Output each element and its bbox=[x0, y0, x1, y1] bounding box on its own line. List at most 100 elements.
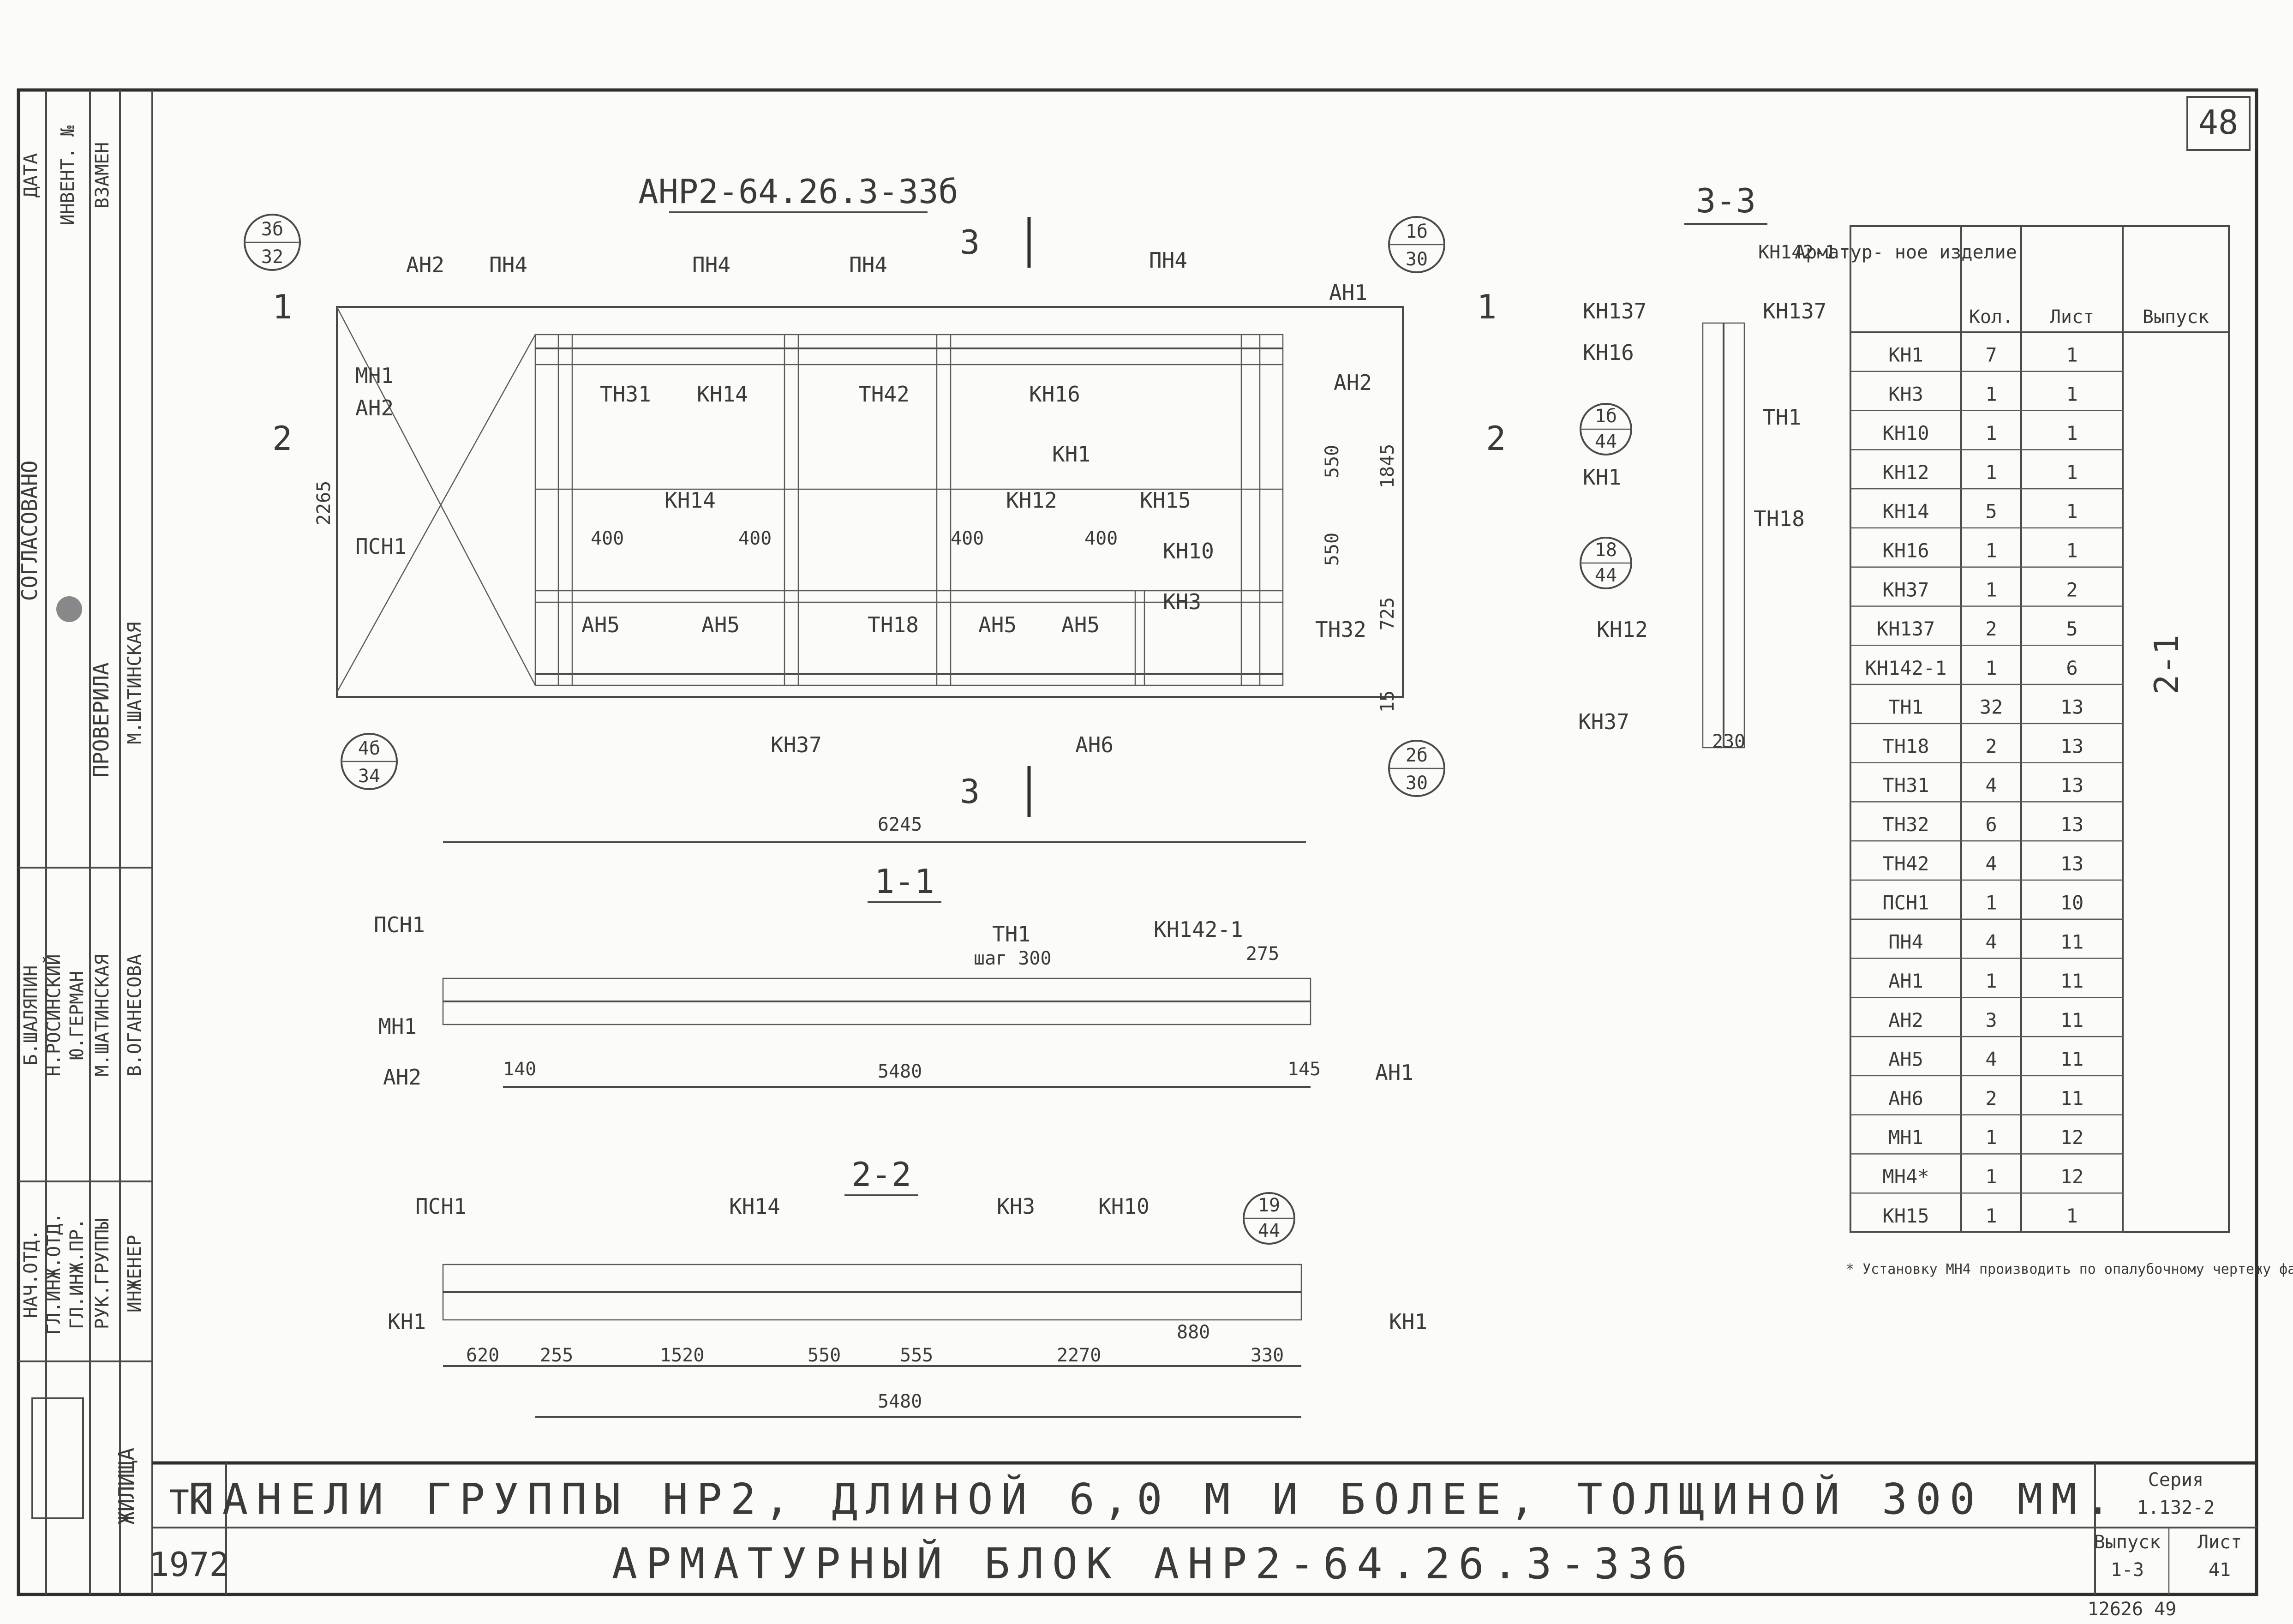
table-cell: МН1 bbox=[1888, 1126, 1923, 1149]
series-label: Серия bbox=[2148, 1469, 2203, 1491]
callout: 18 44 bbox=[1580, 537, 1632, 589]
section-dim: 550 bbox=[808, 1345, 841, 1366]
section-label: ТН18 bbox=[1754, 506, 1805, 531]
spec-table: Арматур- ное изделие Кол. Лист Выпуск 2-… bbox=[1795, 225, 2293, 1277]
table-cell: КН37 bbox=[1882, 578, 1929, 601]
section-2-2: 2-2 ПСН1 КН14 КН3 КН10 КН1 КН1 19 44 620… bbox=[388, 1155, 1427, 1418]
main-view-title: АНР2-64.26.3-33б bbox=[638, 172, 958, 211]
table-cell: АН1 bbox=[1888, 970, 1923, 992]
svg-text:2б: 2б bbox=[1406, 745, 1428, 766]
table-cell: 13 bbox=[2060, 696, 2084, 719]
section-label: АН2 bbox=[383, 1065, 421, 1090]
svg-text:34: 34 bbox=[358, 766, 380, 787]
main-label: КН10 bbox=[1163, 539, 1214, 563]
main-label: АН2 bbox=[1334, 370, 1372, 395]
name-1: Б.ШАЛЯПИН bbox=[20, 965, 42, 1066]
section-title: 2-2 bbox=[851, 1155, 911, 1194]
svg-text:44: 44 bbox=[1258, 1220, 1280, 1241]
main-label: ПСН1 bbox=[355, 534, 407, 559]
table-cell: МН4* bbox=[1882, 1165, 1929, 1188]
main-dim: 550 bbox=[1322, 445, 1343, 478]
section-label: КН137 bbox=[1583, 299, 1646, 324]
main-label: АН5 bbox=[1061, 612, 1100, 637]
main-dim: 400 bbox=[738, 528, 772, 549]
left-stamp: СОГЛАСОВАНО ДАТА ИНВЕНТ. № ВЗАМЕН ПРОВЕР… bbox=[17, 90, 153, 1594]
svg-text:4б: 4б bbox=[358, 738, 380, 759]
svg-text:19: 19 bbox=[1258, 1195, 1280, 1216]
table-footnote: * Установку МН4 производить по опалубочн… bbox=[1846, 1261, 2293, 1277]
section-dim: 555 bbox=[900, 1345, 933, 1366]
svg-text:18: 18 bbox=[1595, 539, 1617, 561]
main-dim: 2265 bbox=[313, 481, 335, 525]
section-label: ПСН1 bbox=[415, 1194, 467, 1219]
main-label: АН2 bbox=[406, 252, 444, 277]
table-cell: АН5 bbox=[1888, 1048, 1923, 1071]
svg-text:32: 32 bbox=[261, 246, 283, 268]
table-cell: 1 bbox=[1985, 1205, 1997, 1227]
section-dim: 5480 bbox=[878, 1061, 922, 1082]
main-dim: 15 bbox=[1377, 690, 1398, 713]
section-dim: 880 bbox=[1177, 1322, 1210, 1343]
table-cell: 1 bbox=[1985, 970, 1997, 992]
issue-label: Выпуск bbox=[2094, 1532, 2161, 1553]
section-label: МН1 bbox=[378, 1014, 417, 1039]
replace-label: ВЗАМЕН bbox=[92, 142, 113, 209]
table-cell: 6 bbox=[1985, 813, 1997, 836]
section-label: КН137 bbox=[1763, 299, 1826, 324]
table-cell: 1 bbox=[1985, 422, 1997, 444]
section-label: АН1 bbox=[1375, 1060, 1413, 1085]
main-label: АН5 bbox=[581, 612, 620, 637]
table-cell: 1 bbox=[2066, 422, 2077, 444]
table-cell: 11 bbox=[2060, 930, 2084, 953]
section-dim: 330 bbox=[1251, 1345, 1284, 1366]
table-cell: 1 bbox=[1985, 461, 1997, 484]
panel-outline bbox=[336, 306, 1404, 698]
table-cell: 7 bbox=[1985, 344, 1997, 366]
table-cell: КН142-1 bbox=[1865, 657, 1946, 679]
section-label: КН14 bbox=[729, 1194, 780, 1219]
role-1: НАЧ.ОТД. bbox=[20, 1229, 42, 1318]
section-label: шаг 300 bbox=[974, 948, 1052, 969]
section-label: КН142-1 bbox=[1758, 242, 1836, 263]
table-cell: 12 bbox=[2060, 1165, 2084, 1188]
table-cell: ТН18 bbox=[1882, 735, 1929, 757]
main-dim: 1845 bbox=[1377, 444, 1398, 488]
section-dim: 230 bbox=[1712, 731, 1745, 752]
section-label: ТН1 bbox=[992, 922, 1030, 947]
section-label: ТН1 bbox=[1763, 405, 1801, 430]
sheet-border bbox=[17, 88, 2258, 1596]
name-4: М.ШАТИНСКАЯ bbox=[92, 954, 113, 1077]
section-label: КН12 bbox=[1597, 617, 1648, 642]
section-mark: 1 bbox=[1477, 288, 1497, 326]
table-cell: 1 bbox=[1985, 1165, 1997, 1188]
table-cell: 3 bbox=[1985, 1009, 1997, 1031]
table-cell: 13 bbox=[2060, 774, 2084, 797]
table-header: Арматур- ное изделие bbox=[1795, 242, 2017, 263]
main-label: АН2 bbox=[355, 396, 394, 420]
table-cell: 1 bbox=[1985, 578, 1997, 601]
svg-text:44: 44 bbox=[1595, 565, 1617, 586]
table-cell: 1 bbox=[2066, 461, 2077, 484]
name-5: В.ОГАНЕСОВА bbox=[124, 954, 145, 1077]
section-dim: 1520 bbox=[660, 1345, 704, 1366]
callout: 1б 30 bbox=[1388, 216, 1445, 273]
main-label: ТН42 bbox=[858, 382, 910, 407]
role-5: ИНЖЕНЕР bbox=[124, 1235, 145, 1313]
section-label: КН142-1 bbox=[1154, 917, 1243, 942]
svg-text:1б: 1б bbox=[1406, 221, 1428, 242]
main-label: КН15 bbox=[1140, 488, 1191, 513]
section-1-1: 1-1 ПСН1 МН1 АН2 ТН1 шаг 300 КН142-1 АН1… bbox=[374, 862, 1413, 1090]
table-cell: ПН4 bbox=[1888, 930, 1923, 953]
main-dim: 6245 bbox=[878, 814, 922, 835]
main-label: ПН4 bbox=[692, 252, 730, 277]
table-cell: 11 bbox=[2060, 970, 2084, 992]
table-cell: 1 bbox=[1985, 383, 1997, 405]
org-logo-icon bbox=[31, 1397, 84, 1519]
main-label: КН3 bbox=[1163, 589, 1201, 614]
page-number: 48 bbox=[2198, 103, 2239, 142]
main-label: КН12 bbox=[1006, 488, 1057, 513]
table-cell: 32 bbox=[1980, 696, 2003, 719]
section-label: КН37 bbox=[1578, 709, 1629, 734]
table-cell: ТН42 bbox=[1882, 852, 1929, 875]
section-label: КН1 bbox=[388, 1309, 426, 1334]
